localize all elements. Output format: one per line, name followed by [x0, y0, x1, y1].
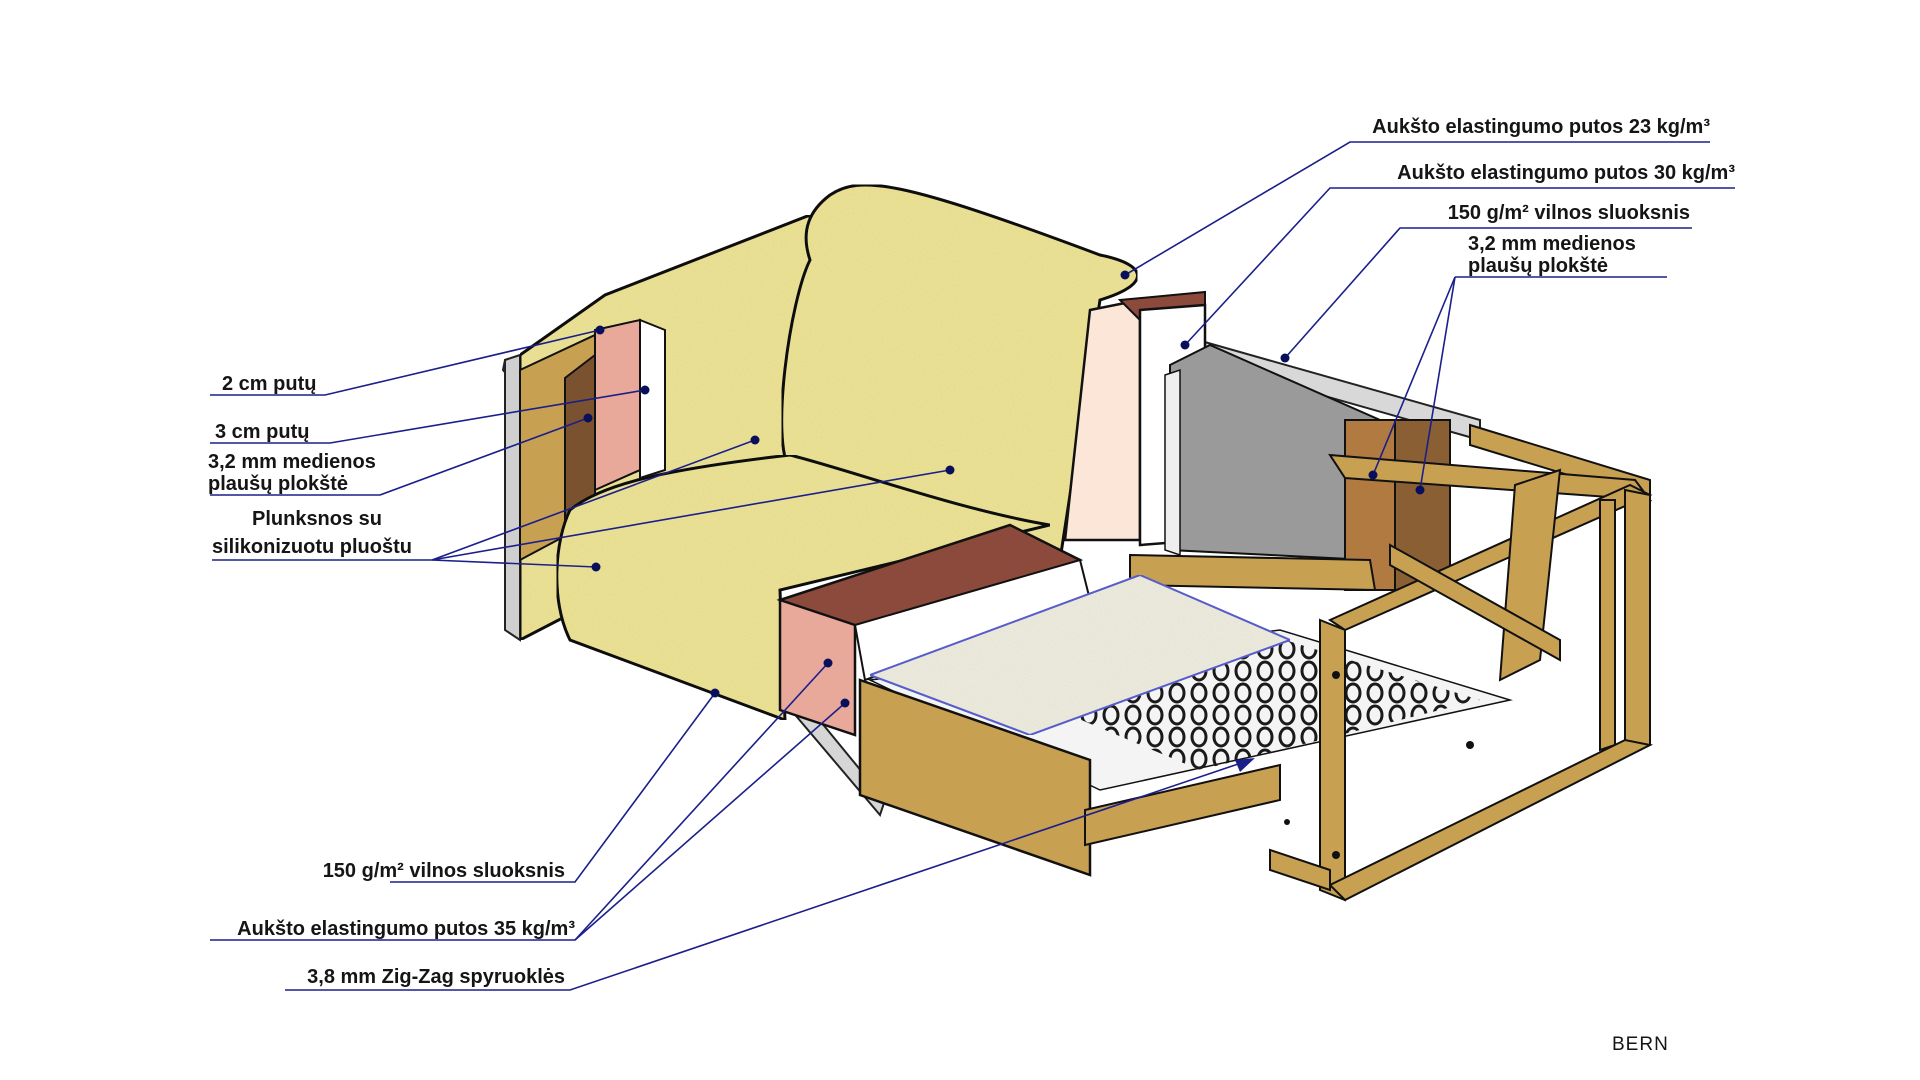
front-rail-lower: [1084, 763, 1281, 847]
leader-fibreboard-right-b: [1419, 276, 1456, 491]
label-wool-bottom: 150 g/m² vilnos sluoksnis: [322, 860, 565, 882]
leader-dots: [583, 270, 1425, 708]
frame-inner-rail: [1389, 543, 1561, 662]
leader-dot: [1180, 340, 1190, 350]
label-springs: 3,8 mm Zig-Zag spyruoklės: [307, 966, 565, 988]
leader-dot: [1415, 485, 1425, 495]
left-arm-foam-3cm: [639, 318, 666, 480]
leader-foam-35: [210, 662, 829, 941]
label-foam-3cm: 3 cm putų: [215, 421, 310, 443]
leader-dot: [640, 385, 650, 395]
front-rail-board: [858, 678, 1092, 877]
seat-foam-35-front: [778, 598, 857, 737]
backrest-slat: [1164, 368, 1181, 557]
frame-post-mid: [1599, 499, 1616, 752]
wool-layer-on-springs: [867, 573, 1293, 737]
left-arm-foam-2cm: [594, 318, 641, 492]
leader-fibreboard-right-a: [1372, 276, 1456, 476]
leader-springs: [285, 759, 1251, 991]
leader-foam-30: [1184, 187, 1735, 346]
frame-bolt: [1466, 741, 1474, 749]
label-feathers-1: Plunksnos su: [251, 508, 383, 530]
leader-dot: [583, 413, 593, 423]
label-foam-23: Aukšto elastingumo putos 23 kg/m³: [1372, 116, 1710, 138]
label-fibreboard-right-1: 3,2 mm medienos: [1468, 233, 1636, 255]
leader-dot: [710, 688, 720, 698]
seat-cushion-body: [555, 453, 1051, 723]
leader-feathers-b: [431, 469, 951, 561]
seat-cushion-section: [776, 523, 1092, 737]
frame-post-front: [1319, 618, 1346, 902]
label-foam-35: Aukšto elastingumo putos 35 kg/m³: [237, 918, 575, 940]
leader-feathers-a: [431, 439, 756, 561]
leader-foam-3cm: [210, 389, 646, 444]
frame-bottom-rail: [1328, 738, 1654, 902]
leader-dot: [1120, 270, 1130, 280]
leader-lines: [210, 141, 1735, 991]
frame-bottom-side: [1269, 848, 1331, 892]
leader-dot: [595, 325, 605, 335]
front-rail: [858, 678, 1281, 877]
seat-cushion: [555, 453, 1051, 723]
leader-wool-right: [1284, 227, 1692, 359]
back-cushion: [780, 183, 1139, 562]
leader-wool-bottom: [390, 692, 716, 883]
frame-bolt: [1284, 819, 1290, 825]
frame-bolt: [1332, 851, 1340, 859]
label-foam-2cm: 2 cm putų: [222, 373, 317, 395]
label-feathers-2: silikonizuotu pluoštu: [212, 536, 412, 558]
label-fibreboard-left-1: 3,2 mm medienos: [208, 451, 376, 473]
leader-dot: [1368, 470, 1378, 480]
leader-foam-35-b: [574, 702, 846, 941]
label-fibreboard-right-2: plaušų plokštė: [1468, 255, 1609, 277]
leader-fibreboard-left: [210, 417, 589, 496]
leader-dot: [945, 465, 955, 475]
leader-dot: [823, 658, 833, 668]
label-foam-30: Aukšto elastingumo putos 30 kg/m³: [1397, 162, 1735, 184]
leader-foam-2cm: [210, 329, 601, 396]
label-wool-right: 150 g/m² vilnos sluoksnis: [1447, 202, 1690, 224]
frame-post-back: [1624, 488, 1651, 757]
leader-dot: [750, 435, 760, 445]
brand-name: BERN: [1612, 1034, 1669, 1055]
springs-arrowhead: [1235, 758, 1255, 772]
leader-foam-23: [1124, 141, 1710, 276]
leader-feathers-c: [212, 559, 597, 568]
spring-bed: [867, 573, 1513, 791]
leader-dot: [840, 698, 850, 708]
left-arm-side-board: [504, 353, 521, 642]
right-frame: [1269, 453, 1654, 902]
back-cushion-body: [780, 183, 1139, 562]
backrest-base: [1129, 553, 1377, 592]
label-fibreboard-left-2: plaušų plokštė: [208, 473, 349, 495]
frame-bolt: [1332, 671, 1340, 679]
leader-dot: [1280, 353, 1290, 363]
leader-dot: [591, 562, 601, 572]
